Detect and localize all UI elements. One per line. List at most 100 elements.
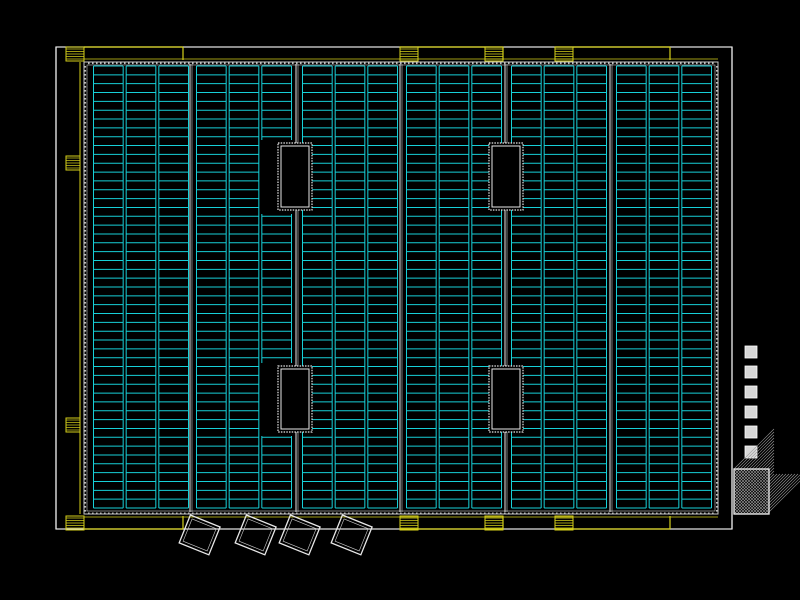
sprinkler-dot xyxy=(716,170,718,172)
dock-door xyxy=(278,514,321,556)
sprinkler-dot xyxy=(376,512,378,515)
sprinkler-dot xyxy=(676,62,678,65)
sprinkler-dot xyxy=(416,512,418,515)
sprinkler-dot xyxy=(404,62,406,65)
dock-door-frame xyxy=(278,514,321,556)
sprinkler-dot xyxy=(268,512,270,515)
sprinkler-dot xyxy=(164,62,166,65)
sprinkler-dot xyxy=(84,82,87,84)
sprinkler-dot xyxy=(572,62,574,65)
sprinkler-dot xyxy=(84,230,87,232)
sprinkler-dot xyxy=(716,194,718,196)
sprinkler-dot xyxy=(276,62,278,65)
sprinkler-dot xyxy=(84,346,87,348)
sprinkler-dot xyxy=(284,62,286,65)
sprinkler-dot xyxy=(524,62,526,65)
sprinkler-dot xyxy=(716,462,718,464)
sprinkler-dot xyxy=(216,62,218,65)
sprinkler-dot xyxy=(716,74,718,76)
sprinkler-dot xyxy=(388,512,390,515)
sprinkler-dot xyxy=(340,512,342,515)
sprinkler-dot xyxy=(84,414,87,416)
sprinkler-dot xyxy=(84,162,87,164)
sprinkler-dot xyxy=(716,386,718,388)
sprinkler-dot xyxy=(100,512,102,515)
sprinkler-dot xyxy=(716,218,718,220)
sprinkler-dot xyxy=(444,62,446,65)
sprinkler-dot xyxy=(84,310,87,312)
sprinkler-dot xyxy=(420,62,422,65)
sprinkler-dot xyxy=(716,138,718,140)
sprinkler-dot xyxy=(660,62,662,65)
sprinkler-dot xyxy=(388,62,390,65)
hatch-line xyxy=(733,437,775,479)
sprinkler-dot xyxy=(520,62,522,65)
sprinkler-dot xyxy=(688,62,690,65)
sprinkler-dot xyxy=(716,378,718,380)
sprinkler-dot xyxy=(632,512,634,515)
sprinkler-dot xyxy=(700,62,702,65)
sprinkler-dot xyxy=(600,62,602,65)
sprinkler-dot xyxy=(180,512,182,515)
sprinkler-dot xyxy=(716,158,718,160)
sprinkler-dot xyxy=(716,98,718,100)
sprinkler-dot xyxy=(520,512,522,515)
sprinkler-dot xyxy=(540,62,542,65)
sprinkler-dot xyxy=(716,346,718,348)
sprinkler-dot xyxy=(332,512,334,515)
sprinkler-dot xyxy=(360,62,362,65)
sprinkler-dot xyxy=(532,512,534,515)
sprinkler-dot xyxy=(204,62,206,65)
sprinkler-dot xyxy=(708,512,710,515)
sprinkler-dot xyxy=(84,78,87,80)
sprinkler-dot xyxy=(716,382,718,384)
sprinkler-dot xyxy=(84,370,87,372)
sprinkler-dot xyxy=(124,512,126,515)
sprinkler-dot xyxy=(660,512,662,515)
sprinkler-dot xyxy=(612,62,614,65)
sprinkler-dot xyxy=(84,466,87,468)
sprinkler-dot xyxy=(204,512,206,515)
sprinkler-dot xyxy=(308,512,310,515)
sprinkler-dot xyxy=(716,234,718,236)
sprinkler-dot xyxy=(468,62,470,65)
sprinkler-dot xyxy=(716,242,718,244)
sprinkler-dot xyxy=(84,330,87,332)
sprinkler-dot xyxy=(596,512,598,515)
sprinkler-dot xyxy=(84,206,87,208)
sprinkler-dot xyxy=(640,62,642,65)
sprinkler-dot xyxy=(84,294,87,296)
sprinkler-dot xyxy=(84,154,87,156)
sprinkler-dot xyxy=(380,62,382,65)
sprinkler-dot xyxy=(84,186,87,188)
sprinkler-dot xyxy=(84,510,87,512)
mezzanine-opening-inner xyxy=(491,145,521,208)
sprinkler-dot xyxy=(612,512,614,515)
sprinkler-dot xyxy=(84,94,87,96)
sprinkler-dot xyxy=(716,86,718,88)
sprinkler-dot xyxy=(556,512,558,515)
sprinkler-dot xyxy=(716,322,718,324)
hatch-line xyxy=(733,440,775,482)
sprinkler-dot xyxy=(284,512,286,515)
sprinkler-dot xyxy=(84,262,87,264)
sprinkler-dot xyxy=(716,226,718,228)
sprinkler-dot xyxy=(84,494,87,496)
sprinkler-dot xyxy=(248,512,250,515)
sprinkler-dot xyxy=(604,62,606,65)
sprinkler-dot xyxy=(716,222,718,224)
sprinkler-dot xyxy=(92,62,94,65)
sprinkler-dot xyxy=(84,170,87,172)
sprinkler-dot xyxy=(84,366,87,368)
sprinkler-dot xyxy=(716,410,718,412)
sprinkler-dot xyxy=(84,130,87,132)
sprinkler-dot xyxy=(716,126,718,128)
sprinkler-dot xyxy=(716,354,718,356)
hatch-line xyxy=(739,473,781,515)
sprinkler-dot xyxy=(108,512,110,515)
sprinkler-dot xyxy=(716,254,718,256)
sprinkler-dot xyxy=(716,206,718,208)
rack-grid xyxy=(93,65,712,509)
hatch-line xyxy=(733,458,775,500)
sprinkler-dot xyxy=(84,298,87,300)
